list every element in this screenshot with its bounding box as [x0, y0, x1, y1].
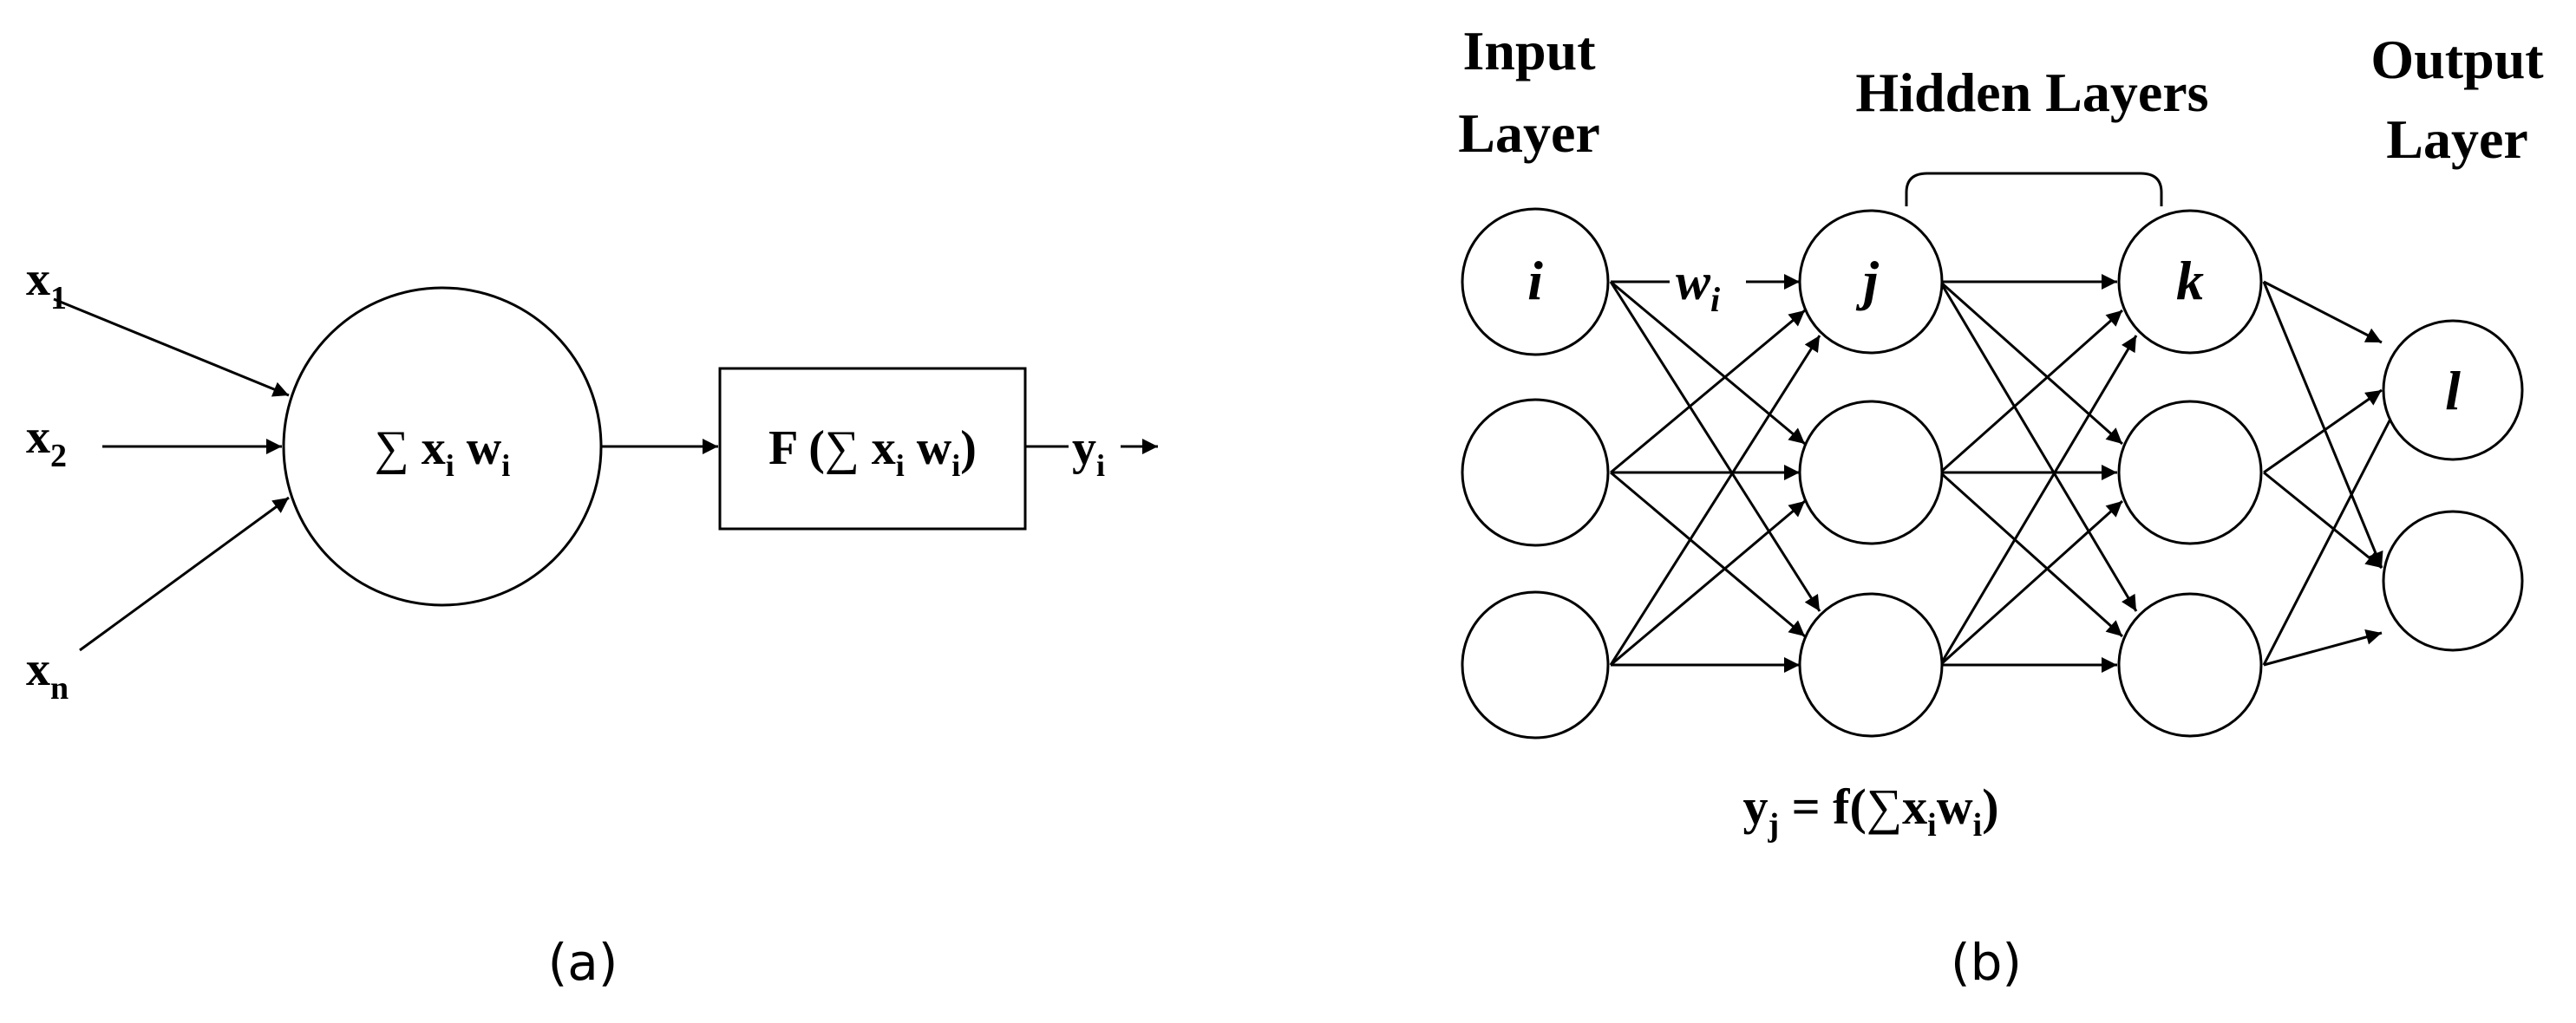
weight-label-bg — [1670, 251, 1746, 314]
edge-in1-h1c — [1609, 281, 1821, 612]
edge-h1a-h2b — [1939, 280, 2123, 446]
hidden-layers-bracket — [1905, 172, 2163, 206]
output-node-2 — [2382, 510, 2524, 652]
edge-h2c-o2 — [2263, 629, 2383, 667]
edges-input-to-hidden1 — [1609, 274, 1821, 673]
edge-h1b-h2c — [1939, 471, 2124, 638]
activation-box — [718, 367, 1027, 531]
input-node-i — [1461, 207, 1610, 356]
node-label-i: i — [1527, 250, 1543, 311]
input-node-3 — [1461, 590, 1610, 740]
edge-in2-h1a — [1610, 309, 1806, 474]
edge-in3-h1b — [1610, 499, 1806, 667]
node-label-k: k — [2176, 250, 2204, 311]
input-label-x1: x1 — [26, 252, 67, 316]
output-layer-title: Output — [2370, 29, 2544, 90]
input-node-2 — [1461, 398, 1610, 547]
hidden1-node-j — [1798, 209, 1944, 355]
edge-in2-h1c — [1610, 471, 1806, 638]
output-layer-title-line2: Layer — [2386, 108, 2528, 170]
edge-h1a-h2c — [1939, 281, 2138, 612]
input-label-x2: x2 — [26, 410, 67, 474]
hidden-layers-title: Hidden Layers — [1855, 62, 2208, 123]
output-label-yi: yi — [1072, 421, 1105, 483]
edge-h1c-h2b — [1939, 499, 2124, 667]
panel-b: Input Layer Hidden Layers Output Layer — [1458, 20, 2544, 992]
edge-h2b-o1 — [2263, 388, 2383, 474]
output-node-l — [2382, 319, 2524, 461]
edge-in1-h1b — [1610, 280, 1806, 446]
summation-node-label: ∑ xi wi — [375, 421, 510, 483]
node-label-l: l — [2445, 360, 2461, 421]
input-label-xn: xn — [26, 642, 69, 707]
activation-box-label: F (∑ xi wi) — [768, 421, 977, 483]
activation-equation: yj = f(∑xiwi) — [1742, 779, 1998, 844]
edge-h1c-h2a — [1939, 335, 2138, 666]
panel-a: x1 x2 xn ∑ xi wi F (∑ xi wi) yi (a) — [26, 252, 1158, 992]
hidden1-node-3 — [1798, 592, 1944, 738]
edge-x1-to-sum — [53, 297, 290, 397]
hidden2-node-k — [2117, 209, 2263, 355]
edge-h2a-o1 — [2263, 280, 2383, 344]
input-layer-title-line2: Layer — [1458, 102, 1600, 164]
edge-h2b-o2 — [2263, 471, 2383, 570]
input-layer-title: Input — [1463, 20, 1597, 81]
weight-label-wi: wi — [1676, 253, 1720, 319]
panel-a-caption: (a) — [548, 933, 618, 992]
hidden1-node-2 — [1798, 400, 1944, 545]
hidden2-node-3 — [2117, 592, 2263, 738]
panel-b-caption: (b) — [1951, 933, 2022, 992]
edge-xn-to-sum — [79, 496, 290, 652]
hidden2-node-2 — [2117, 400, 2263, 545]
edge-in3-h1a — [1609, 335, 1821, 666]
edge-h1b-h2a — [1939, 309, 2123, 474]
edges-hidden2-to-output — [2262, 280, 2403, 667]
edges-hidden1-to-hidden2 — [1939, 274, 2138, 673]
edge-h2a-o2 — [2262, 281, 2383, 569]
edge-h2c-o1 — [2262, 398, 2403, 666]
